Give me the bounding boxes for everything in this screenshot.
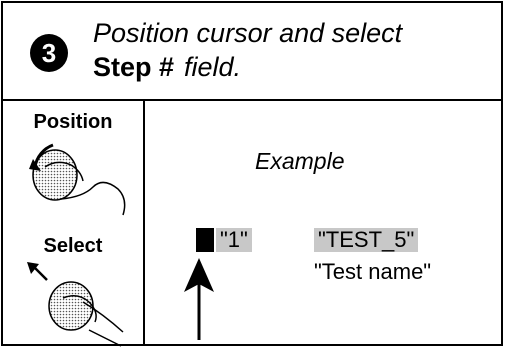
example-title: Example <box>255 148 345 174</box>
up-arrow-icon <box>184 258 214 340</box>
field-name-label: Step # <box>93 52 175 82</box>
press-knob-icon <box>27 262 124 347</box>
step-instruction-field: Step # field. <box>93 52 241 83</box>
step-number-field[interactable]: "1" <box>216 228 252 252</box>
select-label: Select <box>43 235 103 257</box>
controls-column: Position Select <box>3 99 145 347</box>
test-name-field[interactable]: "TEST_5" <box>314 228 419 252</box>
instruction-card: 3 Position cursor and select Step # field… <box>1 1 503 347</box>
rotate-knob-icon <box>29 143 126 216</box>
field-suffix: field. <box>184 52 242 82</box>
step-instruction: Position cursor and select <box>93 18 403 48</box>
test-name-caption: "Test name" <box>314 259 432 284</box>
cursor-block <box>196 228 214 252</box>
step-number-badge: 3 <box>30 34 68 72</box>
step-header: 3 Position cursor and select Step # field… <box>3 3 501 101</box>
position-label: Position <box>33 111 113 133</box>
